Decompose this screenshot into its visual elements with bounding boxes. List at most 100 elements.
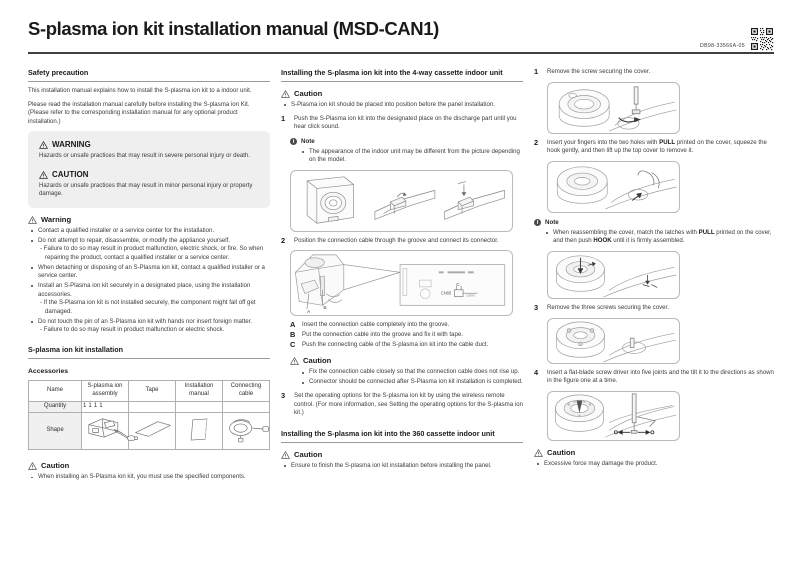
quantity-cell [128,400,176,413]
step-emphasis-pull: PULL [659,138,676,146]
step-letter: A [290,320,296,330]
note-emphasis-hook: HOOK [593,237,612,245]
warning-item-text: When detaching or disposing of an S-Plas… [38,263,265,280]
step-letter: C [290,340,296,350]
cover-reassembly-diagram [547,250,680,299]
warning-item-sub: - If the S-Plasma ion kit is not install… [40,299,256,315]
warning-triangle-icon [281,90,290,98]
list-item: The appearance of the indoor unit may be… [299,148,523,165]
right-step-3: 3 Remove the three screws securing the c… [534,302,776,313]
list-item: Ensure to finish the S-plasma ion kit in… [281,462,523,471]
step-text: Set the operating options for the S-plas… [294,391,523,417]
qr-code-icon [750,27,774,51]
caution-label: CAUTION [52,169,89,179]
note-text-b: printed on the cover, and then push [553,228,772,245]
warning-triangle-icon [281,450,290,459]
step-text-b: printed on the cover, squeeze the hook g… [547,138,767,155]
quantity-cell [221,400,271,413]
accessories-heading: Accessories [28,367,69,375]
connecting-cable-icon [224,419,274,445]
header-divider [28,52,774,54]
svg-text:CN85: CN85 [441,291,452,296]
warning-description: Hazards or unsafe practices that may res… [39,152,251,160]
mid-caution-label-3: Caution [294,449,323,459]
mid-caution-label-1: Caution [294,89,323,98]
step-number: 4 [534,367,539,377]
step-text-a: Insert your fingers into the two holes w… [547,138,660,146]
pull-hook-cover-diagram [547,160,680,213]
page-title: S-plasma ion kit installation manual (MS… [28,18,439,39]
warning-label: WARNING [52,140,91,150]
note-text-a: When reassembling the cover, match the l… [553,228,699,236]
mid-step-1: 1 Push the S-Plasma ion kit into the des… [281,114,523,132]
step-text: Remove the screw securing the cover. [547,68,651,75]
left-caution-list: When installing an S-Plasma ion kit, you… [28,473,270,482]
accessories-table: Name S-plasma ion assembly Tape Installa… [27,379,271,451]
lettered-step: C Push the connecting cable of the S-pla… [290,340,523,349]
4way-cassette-heading: Installing the S-plasma ion kit into the… [281,68,523,82]
lettered-step: B Put the connection cable into the groo… [290,330,523,339]
quantity-values: 1111 [83,403,105,409]
manual-icon [184,418,214,445]
table-row: Shape [27,411,271,451]
list-item: When detaching or disposing of an S-Plas… [28,264,270,281]
warning-triangle-icon [28,462,37,471]
quantity-value: 1 [99,402,106,409]
shape-cell [128,411,176,451]
mid-caution-heading-2: Caution [290,356,523,366]
warning-item-text: Do not touch the pin of an S-Plasma ion … [38,317,253,325]
step-number: 3 [534,302,539,312]
connection-cable-routing-diagram: A B CN85 C [290,250,513,317]
mid-caution-list-2: Fix the connection cable closely so that… [299,368,523,387]
table-row-label: Quantity [27,400,83,413]
column-left: Safety precaution This installation manu… [27,68,271,483]
mid-caution-list-1: S-Plasma ion kit should be placed into p… [281,101,523,110]
list-item: Do not attempt to repair, disassemble, o… [28,237,270,263]
document-code: DB98-33566A-05 [700,43,745,49]
step-text: Insert your fingers into the two holes w… [547,139,776,156]
right-note-list: When reassembling the cover, match the l… [543,229,776,246]
three-screws-removal-diagram [547,317,680,364]
step-text: Remove the three screws securing the cov… [547,303,669,311]
right-caution-heading: Caution [534,448,776,458]
right-step-4: 4 Insert a flat-blade screw driver into … [534,367,776,386]
list-item: Fix the connection cable closely so that… [299,368,523,377]
column-header: S-plasma ion assembly [81,379,129,402]
note-label: Note [545,218,559,226]
right-caution-label: Caution [547,447,576,457]
quantity-value: 1 [83,402,89,409]
svg-text:A: A [307,310,311,316]
mid-note-list: The appearance of the indoor unit may be… [299,148,523,165]
right-step-1: 1 Remove the screw securing the cover. [534,67,776,77]
quantity-value: 1 [88,402,94,409]
svg-text:C: C [456,282,460,288]
list-item: When reassembling the cover, match the l… [543,229,776,246]
note-text-c: until it is firmly assembled. [611,237,685,245]
list-item: Install an S-Plasma ion kit securely in … [28,282,270,316]
mid-caution-heading-1: Caution [281,89,523,99]
mid-caution-heading-3: Caution [281,450,523,460]
warning-triangle-icon [28,215,37,224]
table-row: Name S-plasma ion assembly Tape Installa… [27,379,271,402]
step-number: 2 [534,137,539,147]
warning-item-sub: - Failure to do so may result in product… [40,326,225,334]
warning-section-heading: Warning [28,215,270,225]
warning-item-sub: - Failure to do so may result in product… [40,245,264,261]
360-cassette-heading: Installing the S-plasma ion kit into the… [281,429,523,443]
list-item: Contact a qualified installer or a servi… [28,227,270,236]
right-caution-list: Excessive force may damage the product. [534,460,776,469]
warning-list: Contact a qualified installer or a servi… [28,227,270,335]
caution-description: Hazards or unsafe practices that may res… [39,181,253,198]
step-number: 2 [281,235,286,245]
shape-cell [221,411,271,451]
lettered-steps: A Insert the connection cable completely… [290,320,523,349]
warning-heading-label: Warning [41,214,72,224]
warning-item-text: Install an S-Plasma ion kit securely in … [38,282,251,298]
table-row-label: Name [27,379,83,402]
caution-notice-title: CAUTION [39,170,260,180]
tape-icon [130,421,176,444]
column-header: Tape [128,379,176,402]
list-item: S-Plasma ion kit should be placed into p… [281,101,523,110]
step-text: Position the connection cable through th… [294,236,499,244]
